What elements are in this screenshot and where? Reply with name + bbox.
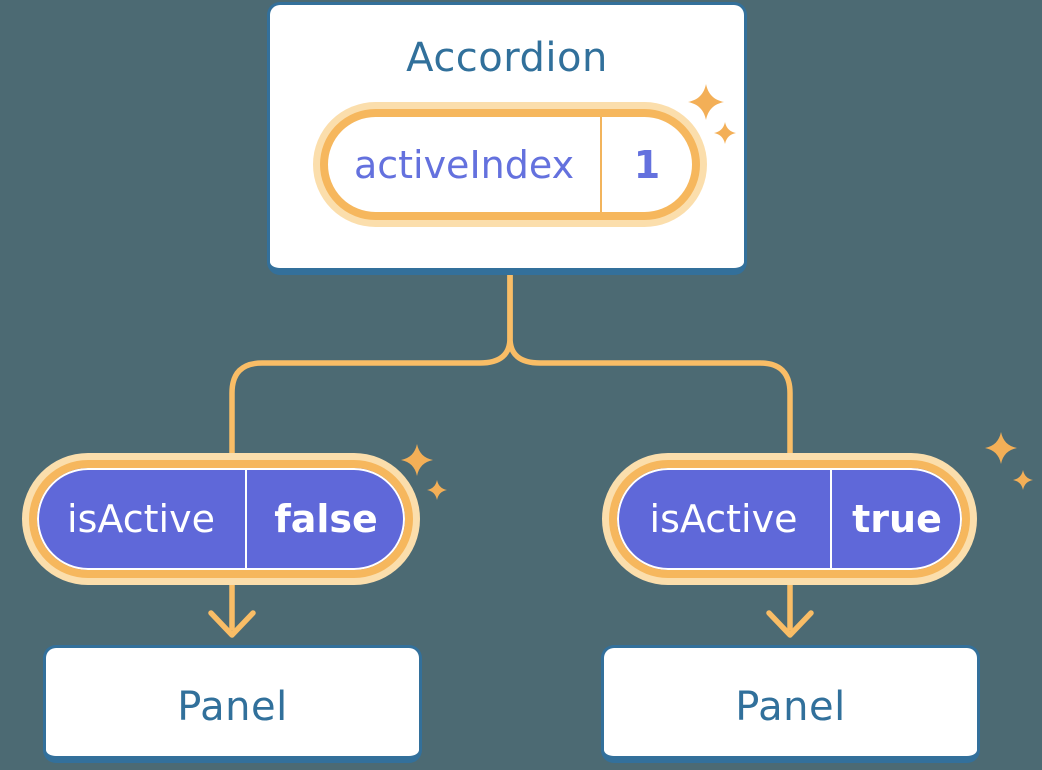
panel-card-title: Panel [177, 684, 288, 730]
sparkle-icon [688, 84, 724, 120]
sparkle-icon [401, 444, 451, 506]
connector-right-branch [507, 269, 793, 631]
state-pill-divider [600, 117, 602, 212]
sparkle-icon [401, 444, 433, 476]
state-pill-label: activeIndex [353, 142, 575, 187]
panel-card-left: Panel [43, 645, 422, 763]
child-pill-divider [245, 468, 247, 570]
sparkle-icon [985, 432, 1017, 464]
panel-card-right: Panel [601, 645, 980, 763]
sparkle-icon [427, 480, 447, 500]
arrow-down-icon [766, 610, 814, 638]
connector-left-branch [229, 269, 513, 631]
is-active-false-pill: isActive false [29, 460, 413, 578]
is-active-true-pill: isActive true [609, 460, 970, 578]
child-pill-label: isActive [67, 497, 215, 541]
sparkle-icon [688, 84, 738, 146]
child-pill-value: true [852, 497, 942, 541]
sparkle-icon [1013, 470, 1033, 490]
accordion-card-title: Accordion [406, 35, 608, 81]
child-pill-value: false [274, 497, 378, 541]
child-pill-divider [830, 468, 832, 570]
active-index-state-pill: activeIndex 1 [320, 109, 700, 220]
state-pill-value: 1 [633, 142, 661, 187]
panel-card-title: Panel [735, 684, 846, 730]
sparkle-icon [714, 122, 736, 144]
sparkle-icon [985, 432, 1035, 494]
arrow-down-icon [208, 610, 256, 638]
child-pill-label: isActive [649, 497, 798, 541]
